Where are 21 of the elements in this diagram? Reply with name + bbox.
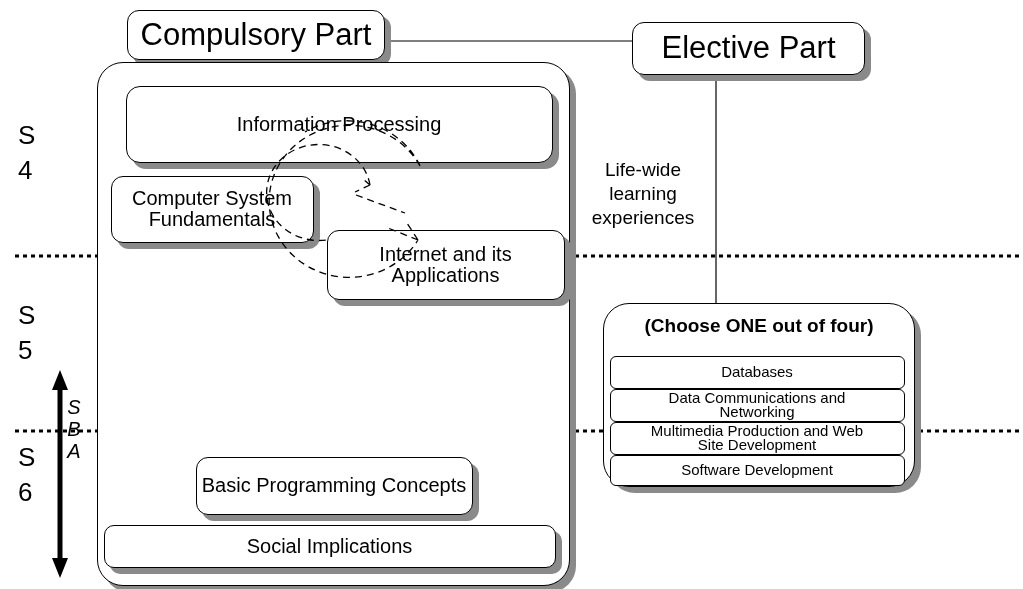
group-heading: (Choose ONE out of four) (644, 316, 874, 336)
module-box (609, 421, 905, 455)
topic-label: Data Communications and Networking (667, 390, 847, 420)
module-box (609, 355, 905, 389)
topic-label: Multimedia Production and Web Site Development (649, 423, 865, 453)
sba-label: SBA (65, 396, 82, 462)
topic-label: Software Development (681, 462, 833, 478)
topic-label: Information Processing (236, 113, 442, 135)
part-title: Compulsory Part (140, 18, 372, 52)
topic-label: Databases (721, 364, 793, 380)
stage-label: S 6 (18, 441, 37, 510)
note-text: Life-wide learning experiences (590, 158, 696, 230)
stage-label: S 5 (18, 299, 37, 368)
part-title: Elective Part (661, 32, 836, 65)
module-box (609, 454, 905, 486)
topic-label: Social Implications (246, 535, 413, 557)
module-box (609, 388, 905, 422)
topic-label: Internet and its Applications (378, 243, 513, 286)
topic-label: Basic Programming Concepts (201, 475, 467, 496)
topic-label: Computer System Fundamentals (130, 188, 294, 230)
stage-label: S 4 (18, 119, 37, 188)
